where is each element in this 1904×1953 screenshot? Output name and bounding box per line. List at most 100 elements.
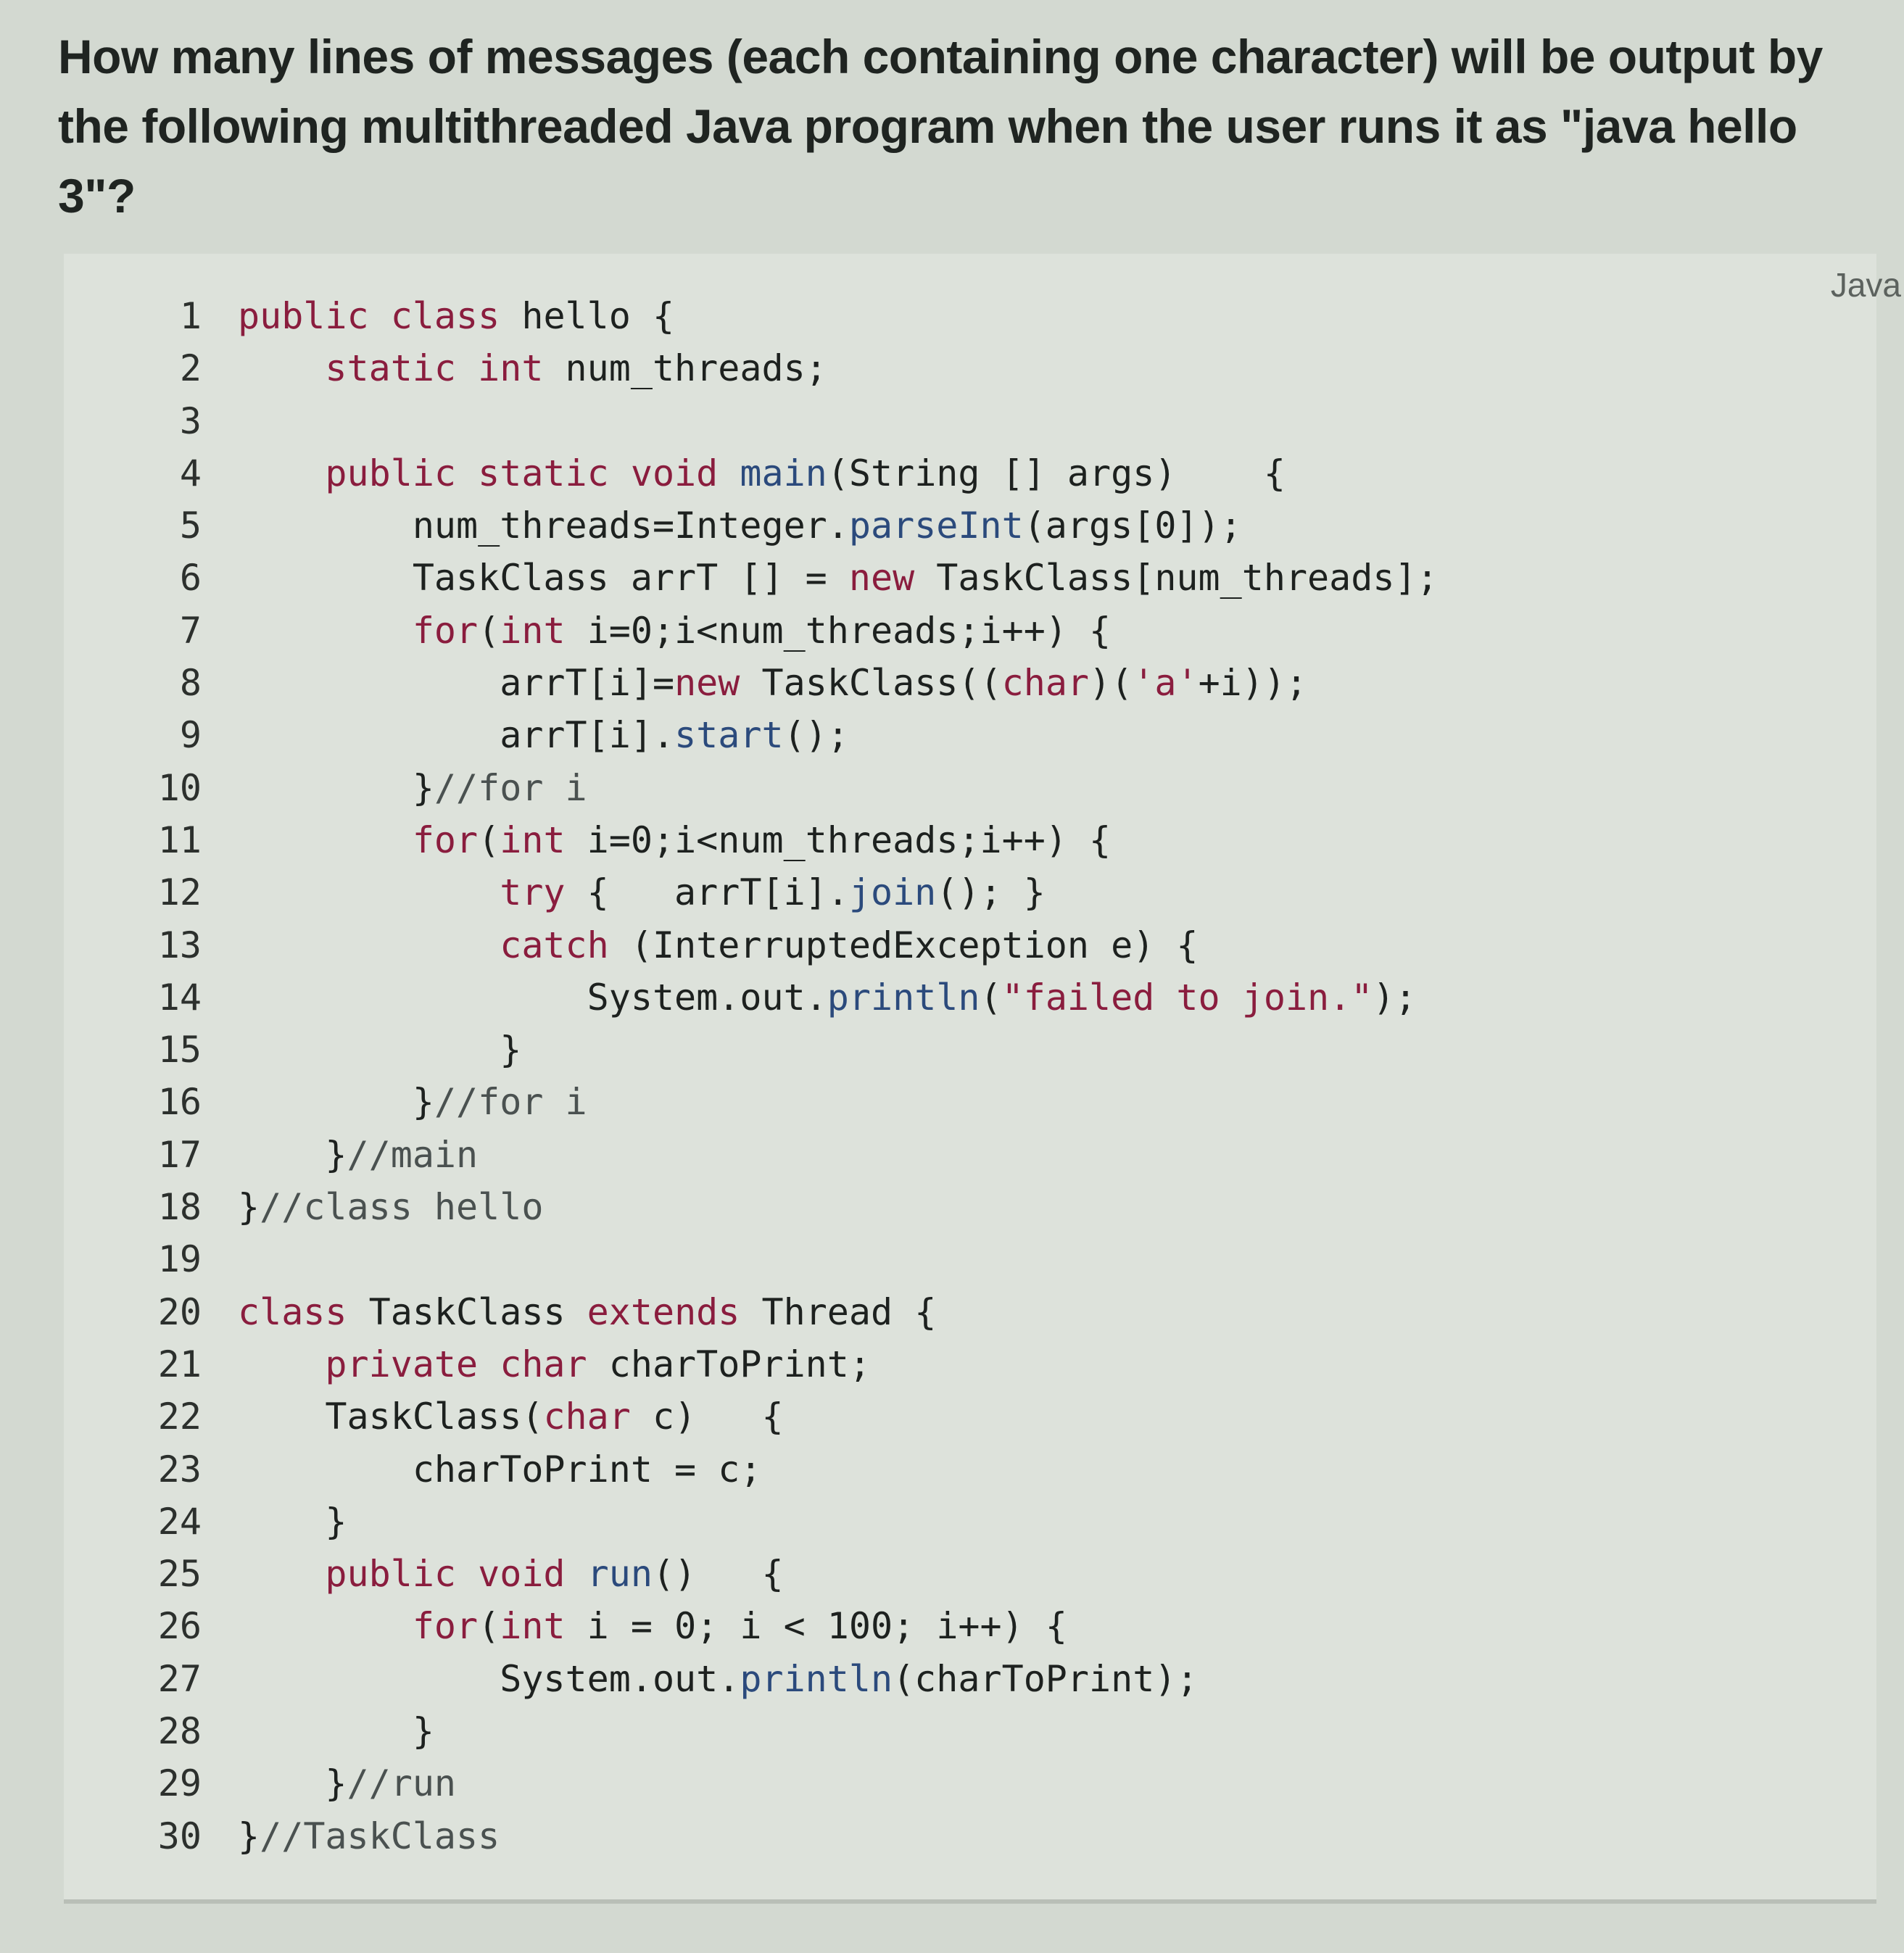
- code-token: (String [] args) {: [827, 452, 1286, 494]
- code-token: (); }: [936, 871, 1046, 914]
- code-token: arrT[i]=: [238, 662, 675, 705]
- code-token: }: [238, 1081, 434, 1124]
- code-token: }: [238, 1029, 522, 1071]
- code-token: (InterruptedException e) {: [630, 924, 1199, 966]
- code-token: (args[0]);: [1023, 505, 1242, 547]
- line-number: 22: [157, 1396, 202, 1438]
- code-line: 26 for(int i = 0; i < 100; i++) {: [122, 1600, 1439, 1652]
- code-token: TaskClass arrT [] =: [238, 557, 849, 600]
- code-line: 5 num_threads=Integer.parseInt(args[0]);: [122, 499, 1439, 552]
- code-token: Thread {: [761, 1290, 937, 1333]
- code-line: 23 charToPrint = c;: [122, 1443, 1439, 1496]
- code-token: //class hello: [260, 1186, 544, 1229]
- line-number: 10: [157, 766, 202, 809]
- code-token: public void: [238, 1553, 587, 1596]
- code-token: TaskClass(: [238, 1396, 544, 1438]
- code-token: hello {: [521, 295, 675, 337]
- code-line: 6 TaskClass arrT [] = new TaskClass[num_…: [122, 552, 1439, 604]
- line-number: 6: [179, 557, 202, 600]
- line-number: 2: [179, 347, 202, 390]
- code-token: (: [980, 976, 1002, 1019]
- code-token: (charToPrint);: [893, 1657, 1199, 1700]
- line-number: 18: [157, 1186, 202, 1229]
- code-token: public class: [238, 295, 522, 337]
- code-token: main: [740, 452, 827, 494]
- code-line: 18}//class hello: [122, 1181, 1439, 1233]
- line-number: 8: [179, 662, 202, 705]
- code-token: { arrT[i].: [587, 871, 849, 914]
- line-number: 16: [157, 1081, 202, 1124]
- question-text: How many lines of messages (each contain…: [58, 30, 1823, 223]
- code-token: println: [827, 976, 980, 1019]
- code-token: class: [238, 1290, 369, 1333]
- code-token: //for i: [434, 1081, 587, 1124]
- code-token: +i));: [1198, 662, 1308, 705]
- code-token: for: [238, 818, 479, 861]
- code-token: i=0;i<num_threads;i++) {: [587, 609, 1112, 652]
- code-line: 1 public class hello {: [122, 290, 1439, 342]
- code-token: TaskClass: [368, 1290, 587, 1333]
- code-token: catch: [238, 924, 631, 966]
- code-line: 13 catch (InterruptedException e) {: [122, 919, 1439, 971]
- code-line: 22 TaskClass(char c) {: [122, 1390, 1439, 1443]
- code-line: 4 public static void main(String [] args…: [122, 447, 1439, 499]
- code-token: )(: [1089, 662, 1133, 705]
- code-token: TaskClass[num_threads];: [936, 557, 1439, 600]
- line-number: 24: [157, 1500, 202, 1543]
- code-token: ();: [783, 714, 849, 757]
- code-line: 27 System.out.println(charToPrint);: [122, 1653, 1439, 1705]
- line-number: 15: [157, 1029, 202, 1071]
- code-token: static int: [238, 347, 566, 390]
- code-token: }: [238, 1133, 347, 1176]
- line-number: 4: [179, 452, 202, 494]
- line-number: 3: [179, 399, 202, 442]
- code-line: 7 for(int i=0;i<num_threads;i++) {: [122, 605, 1439, 657]
- code-token: num_threads;: [565, 347, 827, 390]
- line-number: 13: [157, 924, 202, 966]
- code-token: int: [500, 818, 587, 861]
- code-token: //run: [347, 1762, 457, 1805]
- code-token: () {: [652, 1553, 784, 1596]
- line-number: 28: [157, 1710, 202, 1753]
- code-language-label: Java: [1830, 266, 1901, 304]
- line-number: 29: [157, 1762, 202, 1805]
- line-number: 30: [157, 1815, 202, 1857]
- code-token: }: [238, 1815, 260, 1857]
- line-number: 25: [157, 1553, 202, 1596]
- line-number: 14: [157, 976, 202, 1019]
- code-line: 17 }//main: [122, 1129, 1439, 1181]
- code-token: new: [674, 662, 762, 705]
- code-token: i=0;i<num_threads;i++) {: [587, 818, 1112, 861]
- code-token: num_threads=Integer.: [238, 505, 849, 547]
- code-line: 30}//TaskClass: [122, 1810, 1439, 1862]
- code-line: 24 }: [122, 1496, 1439, 1548]
- code-token: arrT[i].: [238, 714, 675, 757]
- code-token: }: [238, 1500, 347, 1543]
- code-token: //for i: [434, 766, 587, 809]
- code-token: c) {: [652, 1396, 784, 1438]
- code-token: }: [238, 1186, 260, 1229]
- code-line: 11 for(int i=0;i<num_threads;i++) {: [122, 814, 1439, 866]
- code-token: System.out.: [238, 976, 827, 1019]
- code-token: "failed to join.": [1001, 976, 1373, 1019]
- code-token: (: [478, 609, 500, 652]
- code-token: }: [238, 1710, 434, 1753]
- code-token: int: [500, 609, 587, 652]
- line-number: 20: [157, 1290, 202, 1333]
- code-token: charToPrint;: [608, 1343, 871, 1385]
- code-token: }: [238, 1762, 347, 1805]
- line-number: 1: [179, 295, 202, 337]
- line-number: 11: [157, 818, 202, 861]
- code-line: 19: [122, 1233, 1439, 1285]
- code-line: 29 }//run: [122, 1757, 1439, 1809]
- code-line: 14 System.out.println("failed to join.")…: [122, 971, 1439, 1024]
- code-token: //main: [347, 1133, 479, 1176]
- code-lines: 1 public class hello { 2 static int num_th…: [122, 290, 1439, 1862]
- line-number: 19: [157, 1238, 202, 1281]
- line-number: 17: [157, 1133, 202, 1176]
- code-token: (: [478, 1605, 500, 1648]
- code-token: TaskClass((: [761, 662, 1002, 705]
- line-number: 5: [179, 505, 202, 547]
- code-token: (: [478, 818, 500, 861]
- code-token: println: [740, 1657, 893, 1700]
